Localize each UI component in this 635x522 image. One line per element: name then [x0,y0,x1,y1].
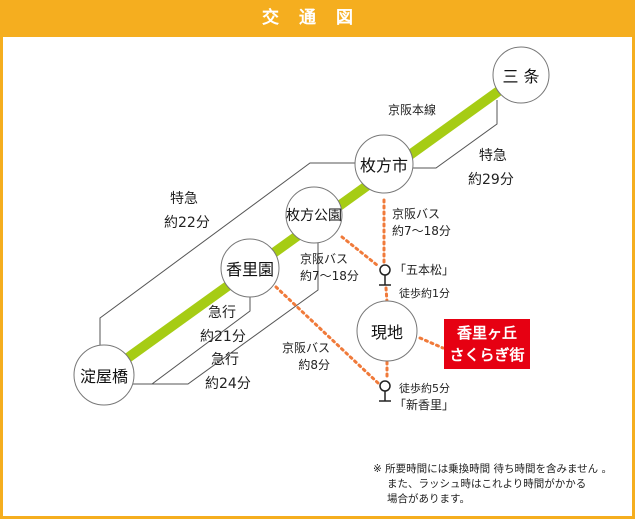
stop-shinkori: 「新香里」 [394,398,455,412]
station-yodoyabashi: 淀屋橋 [79,367,128,386]
bus-hirakatashi-label: 京阪バス約7～18分 [392,207,451,238]
page-title: 交通図 [0,0,635,37]
station-sanjo: 三 条 [502,67,540,86]
station-hirakatashi: 枚方市 [359,156,408,175]
walk1-label: 徒歩約1分 [399,287,450,300]
bus-korien-label: 京阪バス約8分 [282,341,331,372]
footnote: ※ 所要時間には乗換時間 待ち時間を含みません 。 また、ラッシュ時はこれより時… [373,463,612,505]
bus-stop-icon [379,380,391,402]
walk-route-property [418,336,445,350]
kyuko21-label: 急行約21分 [200,305,246,345]
bus-route-korien [274,285,380,385]
walk5-label: 徒歩約5分 [399,382,450,395]
station-korien: 香里園 [225,260,274,279]
tokkyu29-route [413,100,498,169]
station-hirakatakoen: 枚方公園 [286,208,342,224]
bus-stop-icon [379,264,391,286]
walk-route-gohonmatsu [384,286,389,304]
kyuko24-route [133,243,319,385]
line-name-label: 京阪本線 [388,103,437,117]
tokkyu22-route [99,162,356,347]
tokkyu29-label: 特急約29分 [468,148,514,188]
property-label: 香里ヶ丘さくらぎ街 [444,319,530,369]
bus-hirakatakoen-label: 京阪バス約7～18分 [300,252,359,283]
station-genchi: 現地 [370,323,403,342]
stop-gohonmatsu: 「五本松」 [394,263,455,277]
kyuko24-label: 急行約24分 [205,352,251,392]
tokkyu22-label: 特急約22分 [164,191,210,231]
bus-route-hirakatakoen [340,235,379,267]
